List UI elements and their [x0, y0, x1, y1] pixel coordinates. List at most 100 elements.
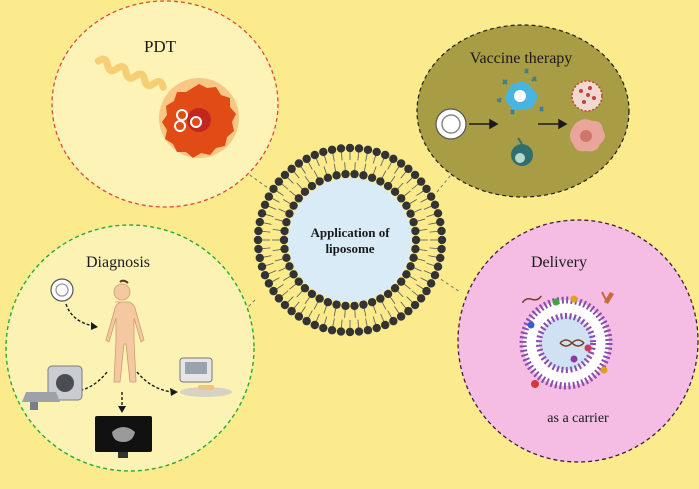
lipid-head [323, 297, 333, 307]
liposome-icon [435, 108, 467, 140]
lipid-head [404, 164, 413, 174]
lipid-head [285, 262, 294, 271]
lipid-head [327, 145, 337, 154]
lipid-head [264, 192, 274, 201]
diagnosis-title: Diagnosis [86, 254, 150, 271]
lipid-head [280, 300, 290, 310]
damaged-cell-icon [569, 119, 605, 152]
lipid-head [300, 187, 310, 196]
lipid-head [319, 323, 328, 333]
t-cell-icon [511, 137, 533, 166]
lipid-head [310, 320, 319, 330]
lipid-head [294, 312, 304, 321]
lipid-head [411, 244, 420, 254]
lipid-head [354, 144, 364, 153]
lipid-head [254, 244, 263, 254]
lipid-head [383, 181, 393, 191]
lipid-head [287, 306, 296, 316]
lipid-head [436, 217, 445, 227]
lipid-head [437, 235, 447, 245]
lipid-head [411, 226, 420, 236]
lipid-head [300, 284, 310, 293]
lipid-head [406, 262, 415, 271]
lipid-head [274, 177, 284, 186]
lipid-head [436, 253, 445, 263]
liposome-icon [519, 296, 613, 390]
vaccine-panel: Vaccine therapy [416, 24, 630, 198]
lipid-head [430, 200, 440, 209]
lipid-head [336, 327, 346, 336]
diagnosis-panel: Diagnosis [5, 224, 255, 472]
lipid-head [396, 312, 406, 321]
lipid-head [255, 253, 264, 263]
vaccine-title: Vaccine therapy [470, 50, 573, 67]
delivery-panel: Delivery as a carrier [457, 219, 699, 463]
lipid-head [269, 184, 278, 194]
lipid-head [372, 147, 381, 157]
lipid-head [289, 270, 298, 279]
lipid-head [287, 164, 296, 174]
lipid-head [282, 253, 291, 263]
lipid-head [294, 194, 304, 203]
lipid-head [341, 169, 350, 179]
lipid-head [402, 201, 411, 210]
lipid-head [332, 171, 341, 180]
lipid-head [294, 277, 304, 286]
vaccine-arrows [469, 118, 568, 130]
lipid-head [416, 294, 426, 303]
lipid-head [389, 154, 398, 164]
lipid-head [274, 294, 284, 303]
lipid-head [410, 300, 420, 310]
lipid-head [260, 271, 270, 280]
lipid-head [345, 327, 355, 337]
ultrasound-device-icon [179, 357, 232, 397]
lipid-head [336, 144, 346, 153]
arrow-to-body [65, 303, 95, 327]
lipid-head [390, 284, 400, 293]
lipid-head [396, 277, 406, 286]
lipid-head [410, 170, 420, 180]
center-label-line2: liposome [325, 241, 374, 256]
lipid-head [426, 279, 436, 288]
lipid-head [341, 301, 350, 311]
lipid-head [310, 150, 319, 160]
lipid-head [323, 173, 333, 183]
lipid-head [426, 192, 436, 201]
tumor-cell-icon [159, 78, 239, 158]
center-label-line1: Application of [310, 225, 390, 240]
central-liposome: Application of liposome [253, 143, 447, 337]
lipid-head [396, 159, 406, 168]
lipid-head [437, 244, 446, 254]
lipid-head [319, 147, 328, 157]
lipid-head [307, 181, 317, 191]
lipid-head [406, 209, 415, 218]
lipid-head [437, 226, 446, 236]
lipid-head [372, 323, 381, 333]
lipid-head [390, 187, 400, 196]
lipid-head [264, 279, 274, 288]
lipid-head [327, 326, 337, 335]
lipid-bilayer [253, 143, 447, 337]
lipid-head [359, 300, 368, 309]
lipid-head [422, 286, 431, 296]
lipid-head [254, 226, 263, 236]
light-beam-icon [94, 55, 167, 91]
lipid-head [359, 171, 368, 180]
lipid-head [285, 209, 294, 218]
lipid-head [433, 209, 443, 218]
lipid-head [404, 306, 413, 316]
lipid-head [376, 294, 385, 303]
lipid-head [422, 184, 431, 194]
pdt-panel: PDT [51, 0, 279, 208]
drug-molecule-icon [527, 291, 614, 388]
lipid-head [430, 271, 440, 280]
lipid-head [302, 316, 311, 326]
lipid-head [354, 327, 364, 336]
lipid-head [253, 235, 263, 245]
lipid-head [260, 200, 270, 209]
human-body-icon [105, 279, 145, 383]
pdt-title: PDT [144, 37, 177, 56]
dendritic-cell-icon [496, 68, 544, 115]
